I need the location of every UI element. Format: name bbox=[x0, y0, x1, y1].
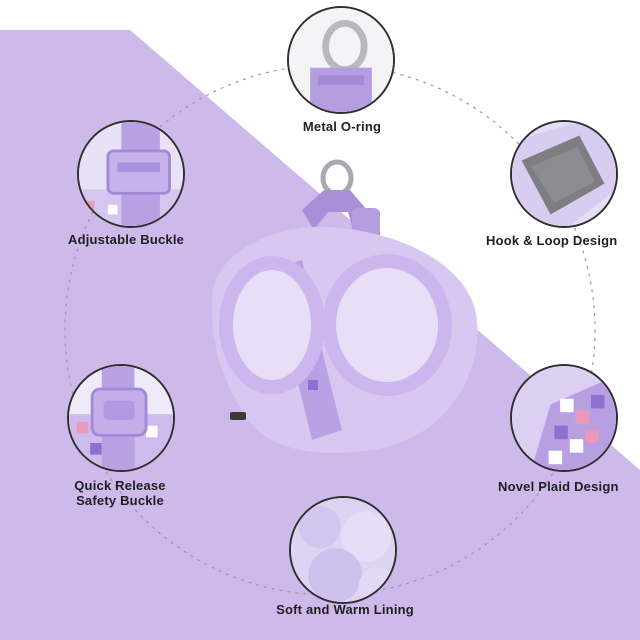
label-quick-release-line2: Safety Buckle bbox=[76, 493, 164, 508]
harness-product-image bbox=[172, 150, 502, 470]
callout-adjustable-buckle bbox=[77, 120, 185, 228]
velcro-icon bbox=[512, 122, 616, 226]
label-novel-plaid: Novel Plaid Design bbox=[498, 479, 619, 494]
label-quick-release: Quick Release Safety Buckle bbox=[52, 478, 188, 508]
release-buckle-icon bbox=[69, 366, 173, 470]
label-soft-lining: Soft and Warm Lining bbox=[276, 602, 414, 617]
plaid-icon bbox=[512, 366, 616, 470]
callout-soft-lining bbox=[289, 496, 397, 604]
callout-metal-o-ring bbox=[287, 6, 395, 114]
label-hook-loop: Hook & Loop Design bbox=[486, 233, 618, 248]
label-adjustable-buckle: Adjustable Buckle bbox=[68, 232, 185, 247]
dog-harness-icon bbox=[211, 159, 478, 453]
callout-quick-release bbox=[67, 364, 175, 472]
label-metal-o-ring: Metal O-ring bbox=[302, 119, 382, 134]
fur-lining-icon bbox=[291, 498, 395, 602]
label-quick-release-line1: Quick Release bbox=[74, 478, 166, 493]
callout-hook-loop bbox=[510, 120, 618, 228]
buckle-icon bbox=[79, 122, 183, 226]
callout-novel-plaid bbox=[510, 364, 618, 472]
o-ring-icon bbox=[289, 8, 393, 112]
